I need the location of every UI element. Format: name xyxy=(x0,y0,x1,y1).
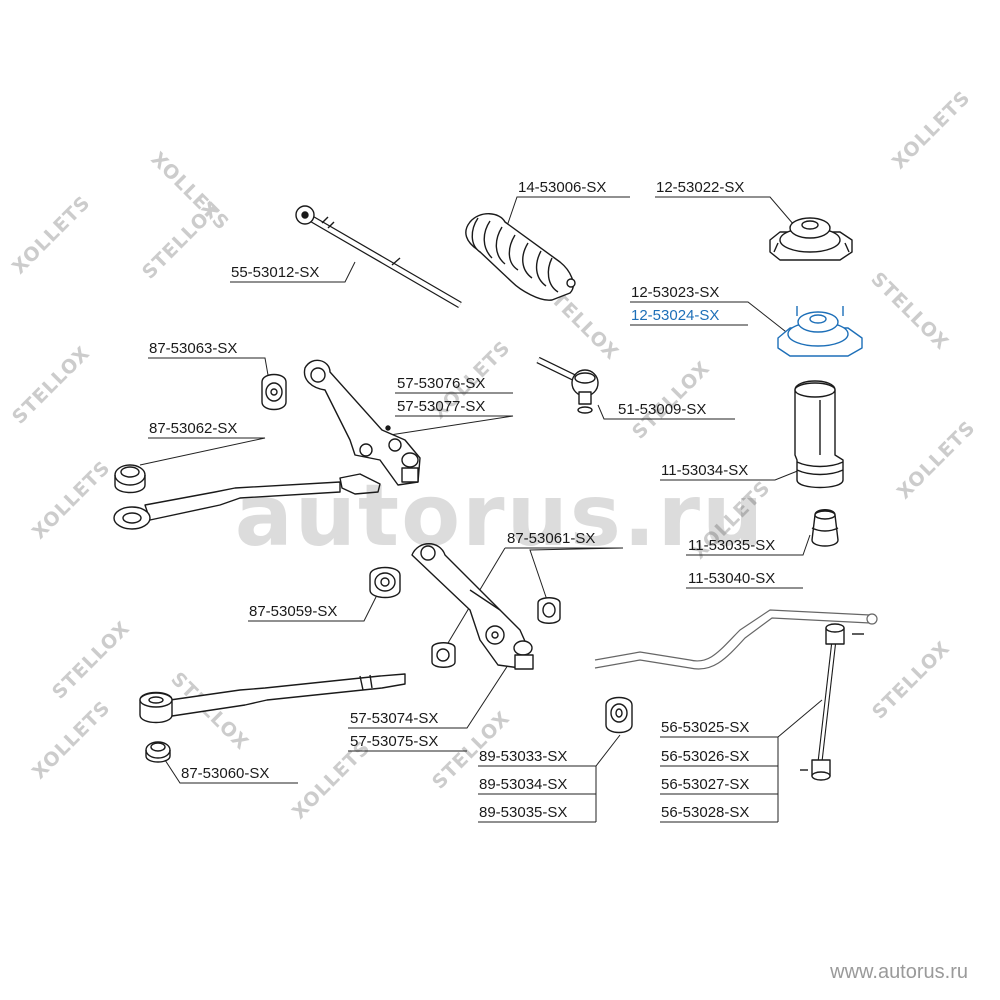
label-56-53027: 56-53027-SX xyxy=(661,776,750,793)
label-14-53006: 14-53006-SX xyxy=(518,179,607,196)
label-12-53022: 12-53022-SX xyxy=(656,179,745,196)
leader-11-53035 xyxy=(686,534,811,556)
bushing-upper-2-drawing xyxy=(114,464,146,494)
label-11-53035: 11-53035-SX xyxy=(688,537,776,554)
site-watermark: autorus.ru xyxy=(234,466,766,566)
bushing-lower-drawing xyxy=(369,566,401,599)
lower-rod-drawing xyxy=(139,673,406,724)
leader-11-53034 xyxy=(660,469,801,481)
label-12-53024: 12-53024-SX xyxy=(631,307,720,324)
leader-87-53060 xyxy=(164,759,298,784)
stabilizer-bushing-drawing xyxy=(605,696,633,734)
lower-control-arm-drawing xyxy=(411,543,534,670)
leader-14-53006 xyxy=(504,196,630,233)
leader-87-53059 xyxy=(248,592,379,622)
leader-12-53023 xyxy=(630,301,791,336)
label-87-53062: 87-53062-SX xyxy=(149,420,238,437)
label-87-53059: 87-53059-SX xyxy=(249,603,338,620)
leader-87-53061 xyxy=(505,547,624,601)
stabilizer-link-drawing xyxy=(800,623,864,781)
bushing-upper-drawing xyxy=(261,373,287,411)
label-89-53033: 89-53033-SX xyxy=(479,748,568,765)
leader-87-53063 xyxy=(148,357,269,376)
label-87-53063: 87-53063-SX xyxy=(149,340,238,357)
label-87-53060: 87-53060-SX xyxy=(181,765,270,782)
label-55-53012: 55-53012-SX xyxy=(231,264,320,281)
label-57-53075: 57-53075-SX xyxy=(350,733,439,750)
watermark-16: STELLOX xyxy=(868,637,954,723)
leader-87-53062 xyxy=(139,437,266,466)
upper-rod-drawing xyxy=(113,481,341,530)
tie-rod-end-drawing xyxy=(536,356,599,414)
watermark-4: STELLOX xyxy=(8,342,94,428)
leader-12-53022 xyxy=(655,196,801,233)
strut-mount-highlighted-drawing xyxy=(777,306,863,357)
label-57-53074: 57-53074-SX xyxy=(350,710,439,727)
bump-stop-drawing xyxy=(811,509,839,547)
part-drawings xyxy=(113,205,878,781)
upper-control-arm-drawing xyxy=(303,359,421,495)
label-51-53009: 51-53009-SX xyxy=(618,401,707,418)
label-11-53040: 11-53040-SX xyxy=(688,570,776,587)
control-arm-bushing-drawing xyxy=(431,597,561,668)
label-11-53034: 11-53034-SX xyxy=(661,462,749,479)
leader-57-53074 xyxy=(348,661,511,729)
watermark-6: STELLOX xyxy=(48,617,134,703)
label-56-53025: 56-53025-SX xyxy=(661,719,750,736)
site-url: www.autorus.ru xyxy=(830,961,968,983)
label-56-53028: 56-53028-SX xyxy=(661,804,750,821)
leader-57-53077 xyxy=(389,415,514,436)
strut-mount-top-drawing xyxy=(769,217,853,261)
leader-lines xyxy=(139,196,823,823)
inner-tie-rod-drawing xyxy=(295,205,462,309)
watermark-13: XOLLETS xyxy=(888,87,975,174)
watermark-7: XOLLETS xyxy=(28,697,115,784)
label-89-53034: 89-53034-SX xyxy=(479,776,568,793)
bushing-lower-2-drawing xyxy=(145,741,171,763)
label-57-53077: 57-53077-SX xyxy=(397,398,486,415)
watermark-14: STELLOX xyxy=(866,268,952,354)
label-12-53023: 12-53023-SX xyxy=(631,284,720,301)
strut-boot-drawing xyxy=(794,380,844,489)
label-57-53076: 57-53076-SX xyxy=(397,375,486,392)
watermark-1: XOLLETS xyxy=(8,192,95,279)
label-87-53061: 87-53061-SX xyxy=(507,530,596,547)
tie-rod-boot-drawing xyxy=(465,213,576,301)
label-56-53026: 56-53026-SX xyxy=(661,748,750,765)
stabilizer-bar-drawing xyxy=(594,609,878,670)
leader-55-53012 xyxy=(230,261,356,283)
label-89-53035: 89-53035-SX xyxy=(479,804,568,821)
leader-51-53009 xyxy=(597,404,735,420)
